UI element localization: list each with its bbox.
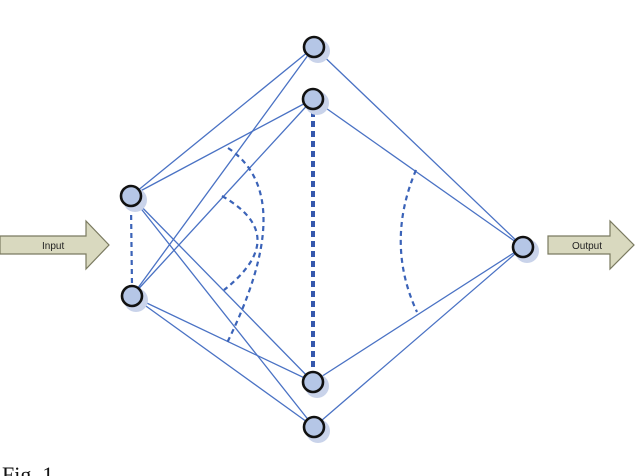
input-node (119, 184, 147, 212)
dashed-constraints (129, 111, 418, 370)
network-nodes (119, 35, 539, 443)
figure-caption: Fig. 1 (0, 458, 640, 476)
input-arrow: Input (0, 219, 110, 271)
input-arrow-label: Input (42, 241, 64, 252)
hidden-node (302, 35, 330, 63)
connection-edges (130, 46, 524, 428)
figure-caption-text: Fig. 1 (2, 462, 54, 476)
hidden-node (302, 415, 330, 443)
output-arrow: Output (547, 219, 635, 271)
input-node (120, 284, 148, 312)
output-node (511, 235, 539, 263)
hidden-node (301, 87, 329, 115)
hidden-node (301, 370, 329, 398)
output-arrow-label: Output (572, 241, 602, 252)
